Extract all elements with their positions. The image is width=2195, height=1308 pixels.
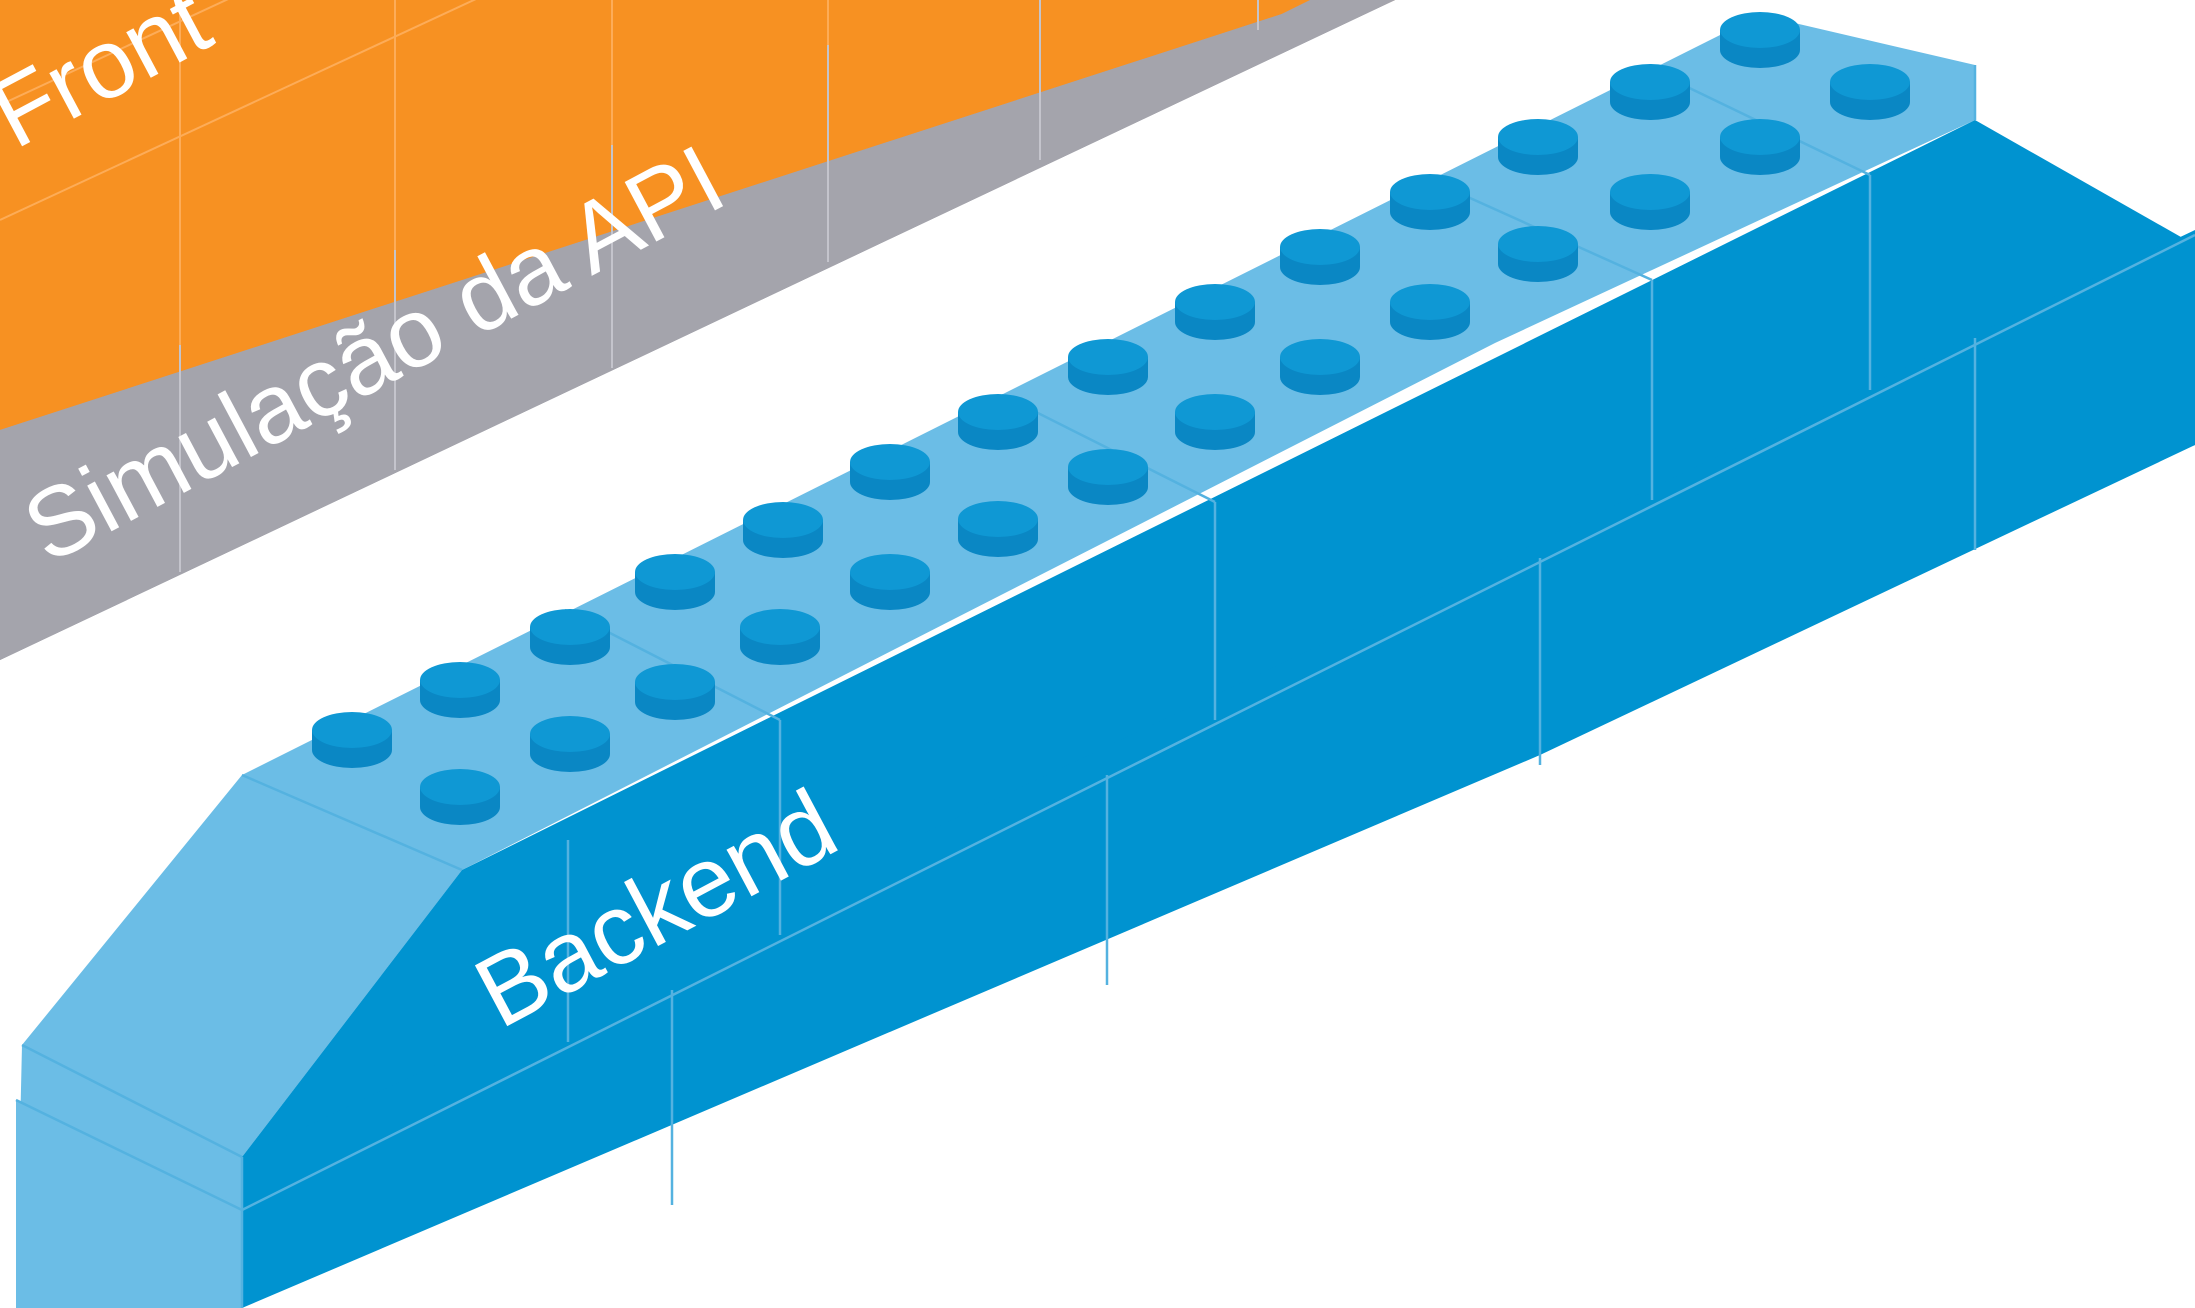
stud <box>312 712 392 768</box>
stud <box>1068 339 1148 395</box>
stud <box>420 769 500 825</box>
stud <box>635 664 715 720</box>
stud <box>1720 119 1800 175</box>
stud <box>1830 64 1910 120</box>
stud <box>1068 449 1148 505</box>
stud <box>1280 229 1360 285</box>
stud <box>635 554 715 610</box>
stud <box>740 609 820 665</box>
stud <box>958 394 1038 450</box>
stud <box>420 662 500 718</box>
stud <box>530 716 610 772</box>
stud <box>1175 284 1255 340</box>
stud <box>1610 64 1690 120</box>
stud <box>1498 119 1578 175</box>
stud <box>1280 339 1360 395</box>
api-simulation-band <box>0 0 1395 660</box>
backend-front-face <box>242 230 2195 1308</box>
stud <box>1498 226 1578 282</box>
stud <box>1720 12 1800 68</box>
api-simulation-block-seams <box>179 0 1259 572</box>
backend-studs <box>312 12 1910 825</box>
stud <box>1610 174 1690 230</box>
stud <box>850 554 930 610</box>
stud <box>1175 394 1255 450</box>
stud <box>1390 174 1470 230</box>
stud <box>958 501 1038 557</box>
stud <box>743 502 823 558</box>
backend-layer: Backend <box>15 12 2195 1308</box>
stud <box>850 444 930 500</box>
stud <box>1390 284 1470 340</box>
backend-end-lower <box>16 1100 242 1308</box>
stud <box>530 609 610 665</box>
